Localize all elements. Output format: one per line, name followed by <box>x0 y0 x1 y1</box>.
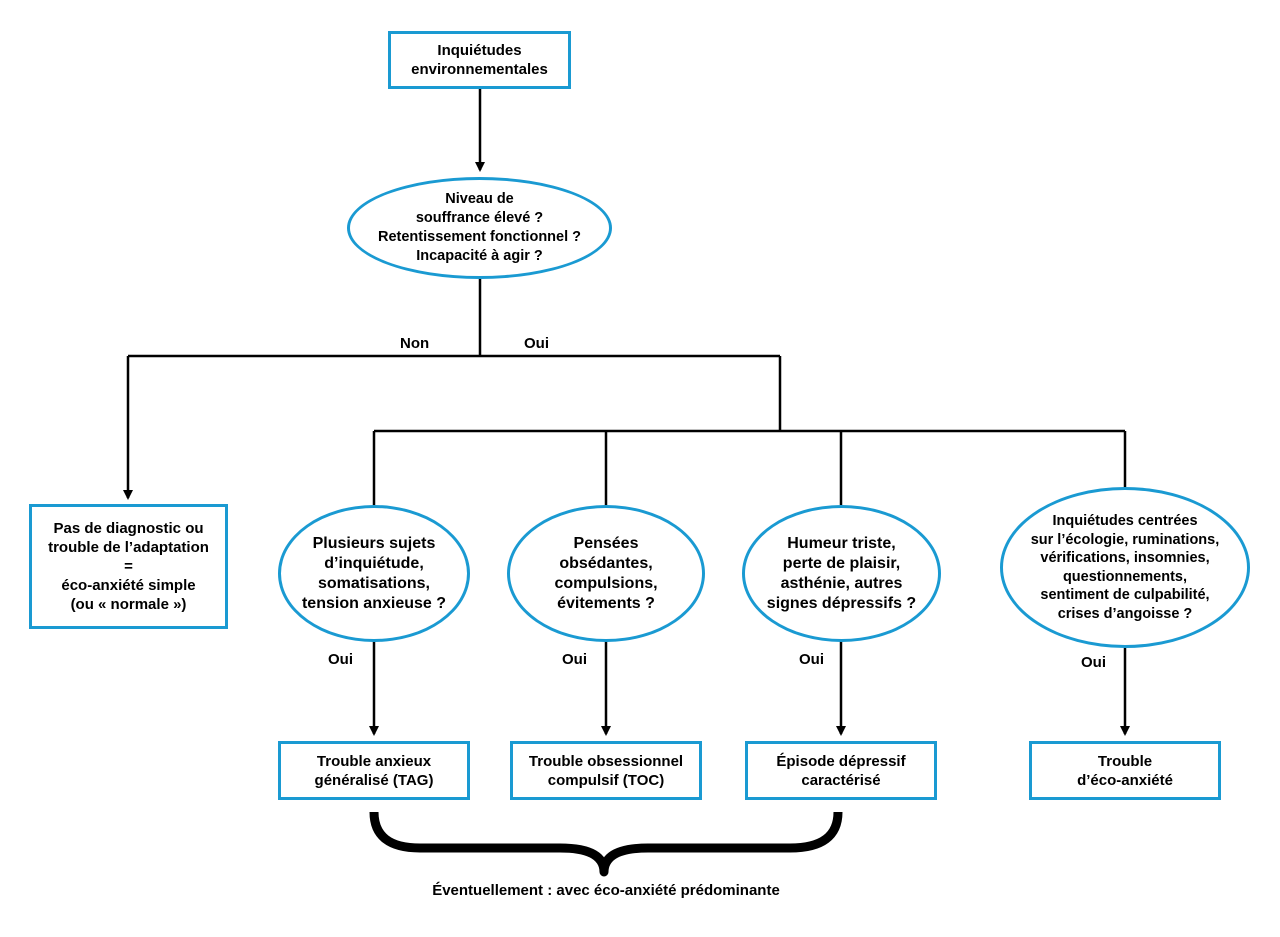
label-non: Non <box>400 335 430 352</box>
node-question-depression: Humeur triste, perte de plaisir, asthéni… <box>742 505 941 642</box>
label-oui-depression: Oui <box>799 651 824 668</box>
node-environmental-concerns: Inquiétudes environnementales <box>388 31 571 89</box>
node-question-tag: Plusieurs sujets d’inquiétude, somatisat… <box>278 505 470 642</box>
node-question-toc: Pensées obsédantes, compulsions, éviteme… <box>507 505 705 642</box>
label-oui-eco: Oui <box>1081 654 1106 671</box>
node-result-eco-anxiety: Trouble d’éco-anxiété <box>1029 741 1221 800</box>
node-no-diagnosis: Pas de diagnostic ou trouble de l’adapta… <box>29 504 228 629</box>
footnote-predominant-eco-anxiety: Éventuellement : avec éco-anxiété prédom… <box>432 882 780 899</box>
node-result-toc: Trouble obsessionnel compulsif (TOC) <box>510 741 702 800</box>
node-result-depression: Épisode dépressif caractérisé <box>745 741 937 800</box>
label-oui-toc: Oui <box>562 651 587 668</box>
node-result-tag: Trouble anxieux généralisé (TAG) <box>278 741 470 800</box>
node-suffering-question: Niveau de souffrance élevé ? Retentissem… <box>347 177 612 279</box>
label-oui-tag: Oui <box>328 651 353 668</box>
curly-brace <box>369 811 843 877</box>
node-question-eco-anxiety: Inquiétudes centrées sur l’écologie, rum… <box>1000 487 1250 648</box>
label-oui: Oui <box>524 335 549 352</box>
